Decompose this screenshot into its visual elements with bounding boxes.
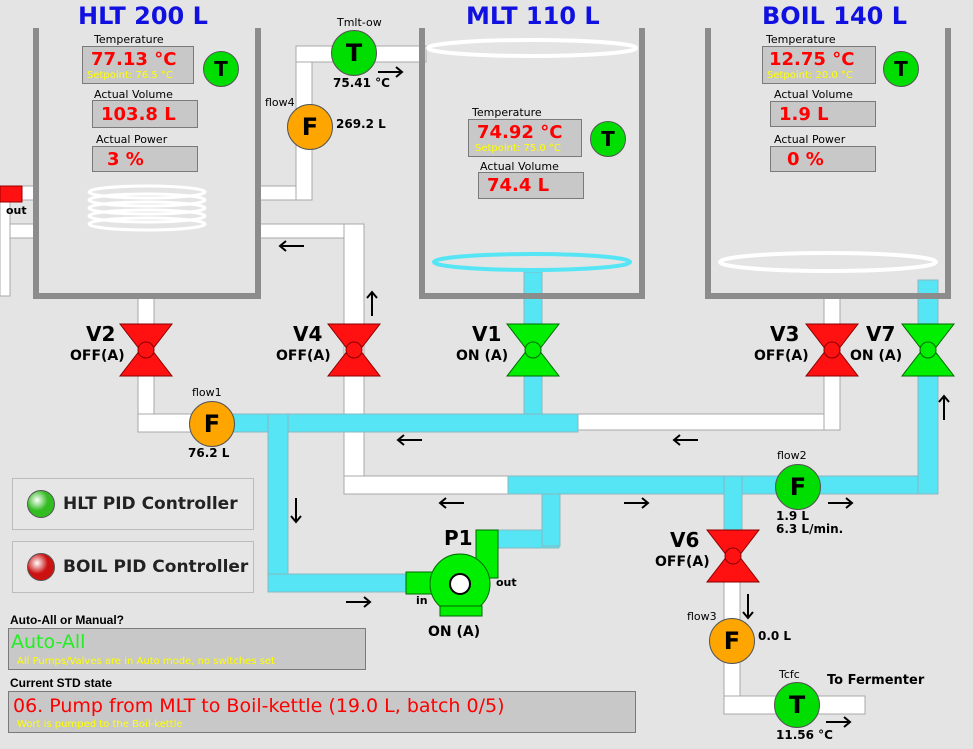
v3-name: V3 — [770, 322, 800, 346]
hlt-out-marker — [0, 185, 23, 203]
hlt-temp-box: 77.13 °C Setpoint: 76.5 °C — [82, 46, 194, 84]
hlt-temp-value: 77.13 °C — [91, 49, 177, 70]
flow2-rate: 6.3 L/min. — [776, 522, 844, 536]
mlt-tank — [419, 28, 645, 299]
tmlt-ow-sensor-icon: T — [331, 30, 377, 76]
flow3-value: 0.0 L — [758, 629, 792, 643]
hlt-vol-value: 103.8 L — [101, 104, 176, 125]
hlt-out-label: out — [6, 204, 27, 217]
tmlt-ow-label: Tmlt-ow — [337, 16, 382, 29]
hlt-vol-label: Actual Volume — [94, 88, 173, 101]
boil-power-label: Actual Power — [774, 133, 846, 146]
std-box: 06. Pump from MLT to Boil-kettle (19.0 L… — [8, 691, 636, 733]
hlt-vol-box: 103.8 L — [92, 100, 198, 128]
valve-v3[interactable] — [804, 323, 860, 377]
v4-name: V4 — [293, 322, 323, 346]
mode-box: Auto-All All Pumps/Valves are in Auto mo… — [8, 628, 366, 670]
mlt-vol-box: 74.4 L — [478, 172, 584, 199]
boil-power-box: 0 % — [770, 146, 876, 172]
valve-v1[interactable] — [505, 323, 561, 377]
boil-setpoint: Setpoint: 20.0 °C — [767, 70, 853, 81]
flow3-sensor-icon: F — [709, 618, 755, 664]
flow2-value: 1.9 L — [776, 509, 810, 523]
valve-v7[interactable] — [900, 323, 956, 377]
tcfc-sensor-icon: T — [774, 682, 820, 728]
valve-v4[interactable] — [326, 323, 382, 377]
mlt-temp-value: 74.92 °C — [477, 122, 563, 143]
flow1-value: 76.2 L — [188, 446, 230, 460]
valve-v6[interactable] — [705, 529, 761, 583]
mode-note: All Pumps/Valves are in Auto mode, no sw… — [17, 656, 276, 667]
mlt-title: MLT 110 L — [466, 2, 600, 30]
flow4-label: flow4 — [265, 96, 295, 109]
flow2-sensor-icon: F — [775, 464, 821, 510]
std-value: 06. Pump from MLT to Boil-kettle (19.0 L… — [13, 695, 505, 717]
v4-state: OFF(A) — [276, 348, 331, 364]
tcfc-label: Tcfc — [779, 668, 800, 681]
hlt-pid-label: HLT PID Controller — [63, 494, 238, 514]
v2-state: OFF(A) — [70, 348, 125, 364]
mode-value: Auto-All — [11, 631, 86, 653]
boil-vol-box: 1.9 L — [770, 101, 876, 127]
hlt-setpoint: Setpoint: 76.5 °C — [87, 70, 173, 81]
pump-name: P1 — [444, 526, 473, 550]
hlt-temp-sensor-icon: T — [203, 51, 239, 87]
mlt-vol-value: 74.4 L — [487, 175, 550, 196]
boil-pid-led-icon — [27, 553, 55, 581]
flow3-label: flow3 — [687, 610, 717, 623]
boil-temp-sensor-icon: T — [883, 51, 919, 87]
hlt-temp-label: Temperature — [94, 33, 164, 46]
mlt-temp-label: Temperature — [472, 106, 542, 119]
v1-state: ON (A) — [456, 348, 509, 364]
hlt-power-value: 3 % — [107, 149, 144, 170]
hlt-tank — [33, 28, 261, 299]
boil-power-value: 0 % — [787, 149, 824, 170]
mlt-temp-box: 74.92 °C Setpoint: 75.0 °C — [468, 119, 582, 157]
mlt-setpoint: Setpoint: 75.0 °C — [475, 143, 561, 154]
v2-name: V2 — [86, 322, 116, 346]
flow4-sensor-icon: F — [287, 104, 333, 150]
std-note: Wort is pumped to the Boil-kettle — [17, 719, 183, 730]
v6-name: V6 — [670, 528, 700, 552]
boil-temp-value: 12.75 °C — [769, 49, 855, 70]
boil-title: BOIL 140 L — [762, 2, 908, 30]
flow4-value: 269.2 L — [336, 117, 386, 131]
pump-p1[interactable] — [405, 529, 499, 617]
to-fermenter-label: To Fermenter — [827, 673, 925, 688]
v7-state: ON (A) — [850, 348, 903, 364]
boil-tank — [705, 28, 951, 299]
flow2-label: flow2 — [777, 449, 807, 462]
v3-state: OFF(A) — [754, 348, 809, 364]
tmlt-ow-value: 75.41 °C — [333, 76, 390, 90]
hlt-power-label: Actual Power — [96, 133, 168, 146]
boil-pid-controller-button[interactable]: BOIL PID Controller — [12, 541, 254, 593]
hlt-pid-led-icon — [27, 490, 55, 518]
boil-vol-label: Actual Volume — [774, 88, 853, 101]
boil-vol-value: 1.9 L — [779, 104, 829, 125]
pump-out-label: out — [496, 576, 517, 589]
std-title: Current STD state — [10, 676, 113, 690]
flow1-sensor-icon: F — [189, 401, 235, 447]
mlt-temp-sensor-icon: T — [590, 121, 626, 157]
v1-name: V1 — [472, 322, 502, 346]
tcfc-value: 11.56 °C — [776, 728, 833, 742]
hlt-title: HLT 200 L — [78, 2, 208, 30]
boil-temp-box: 12.75 °C Setpoint: 20.0 °C — [762, 46, 876, 84]
boil-temp-label: Temperature — [766, 33, 836, 46]
flow-arrows — [278, 66, 950, 728]
pump-in-label: in — [416, 594, 428, 607]
boil-pid-label: BOIL PID Controller — [63, 557, 249, 577]
v6-state: OFF(A) — [655, 554, 710, 570]
hlt-pid-controller-button[interactable]: HLT PID Controller — [12, 478, 254, 530]
active-pipes — [225, 271, 939, 593]
flow1-label: flow1 — [192, 386, 222, 399]
pump-state: ON (A) — [428, 624, 481, 640]
mlt-vol-label: Actual Volume — [480, 160, 559, 173]
mode-title: Auto-All or Manual? — [10, 613, 124, 627]
v7-name: V7 — [866, 322, 896, 346]
valve-v2[interactable] — [118, 323, 174, 377]
hlt-power-box: 3 % — [92, 146, 198, 172]
